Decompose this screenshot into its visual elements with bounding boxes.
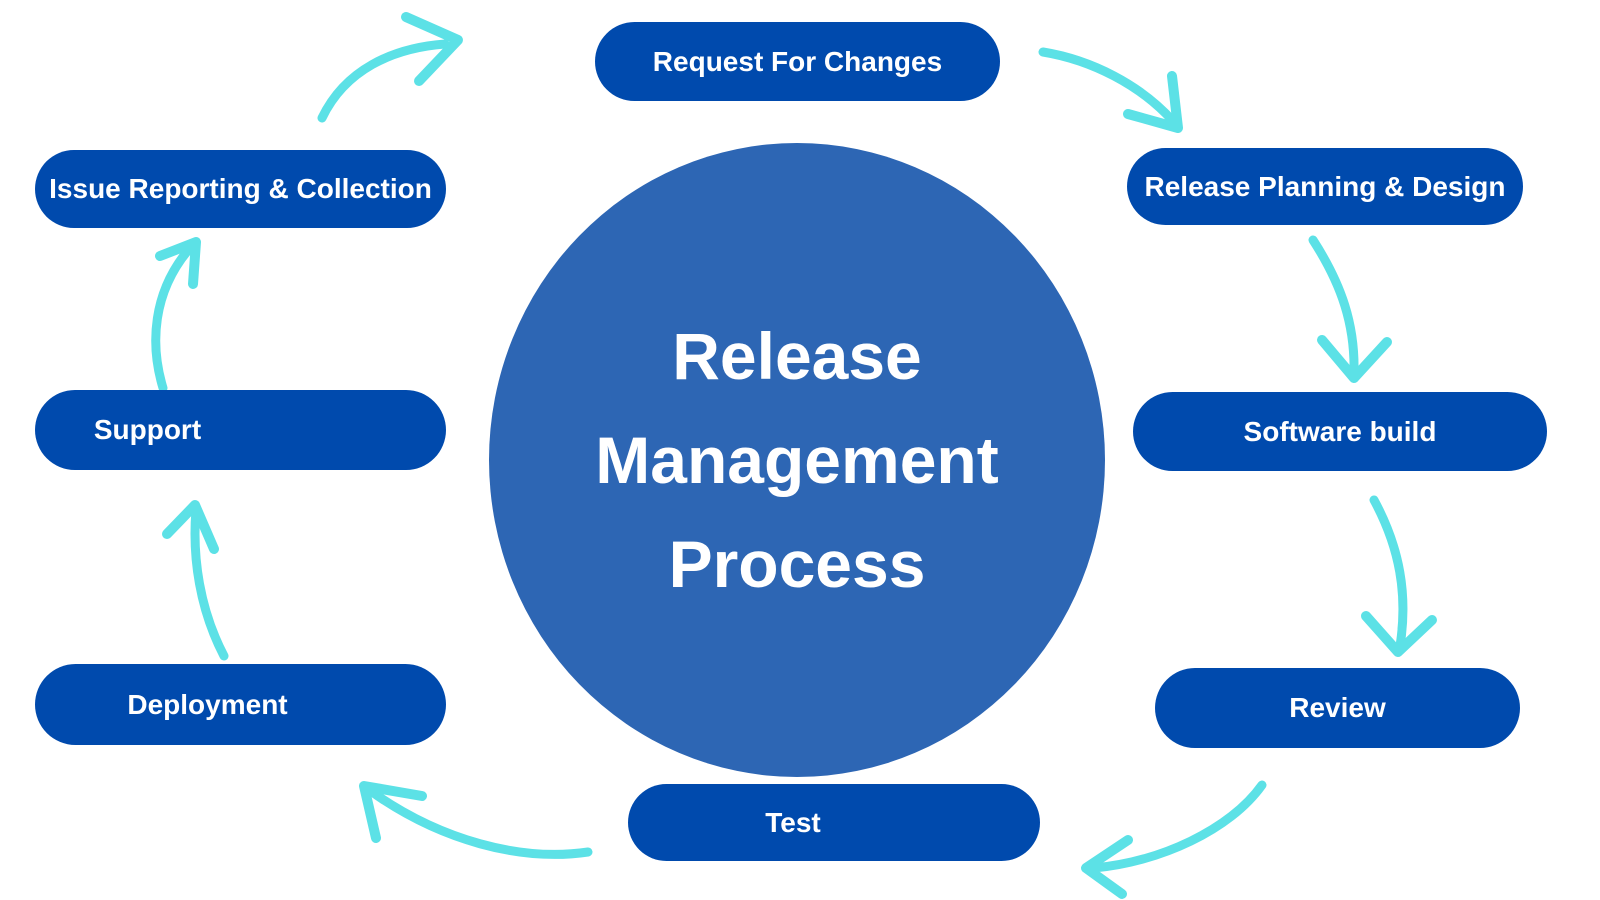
- arrow-deployment-to-support-icon: [162, 500, 229, 661]
- arrow-test-to-deployment-icon: [359, 781, 593, 859]
- step-deployment: Deployment: [35, 664, 446, 745]
- step-label: Request For Changes: [652, 45, 943, 77]
- step-review: Review: [1155, 668, 1520, 748]
- step-support: Support: [35, 390, 446, 470]
- step-label: Issue Reporting & Collection: [49, 173, 432, 204]
- step-label: Support: [93, 414, 202, 445]
- step-label: Deployment: [127, 688, 288, 720]
- arrow-request-to-planning-icon: [1038, 47, 1183, 133]
- step-label: Software build: [1243, 415, 1437, 447]
- arrow-review-to-test-icon: [1081, 780, 1267, 899]
- step-label: Release Planning & Design: [1144, 170, 1506, 202]
- step-issue-reporting-collection: Issue Reporting & Collection: [35, 150, 446, 228]
- center-title-line-3: Process: [668, 527, 926, 601]
- center-title-line-2: Management: [595, 423, 999, 497]
- arrow-support-to-issue-icon: [151, 237, 201, 393]
- step-label: Review: [1289, 692, 1386, 723]
- step-release-planning-and-design: Release Planning & Design: [1127, 148, 1523, 225]
- center-title-line-1: Release: [672, 319, 922, 393]
- arrow-build-to-review-icon: [1361, 495, 1437, 657]
- arrow-issue-to-request-icon: [317, 12, 463, 123]
- arrow-planning-to-build-icon: [1308, 235, 1392, 383]
- step-test: Test: [628, 784, 1040, 861]
- step-software-build: Software build: [1133, 392, 1547, 471]
- step-label: Test: [765, 806, 821, 838]
- center-circle: Release Management Process: [489, 143, 1105, 777]
- step-request-for-changes: Request For Changes: [595, 22, 1000, 101]
